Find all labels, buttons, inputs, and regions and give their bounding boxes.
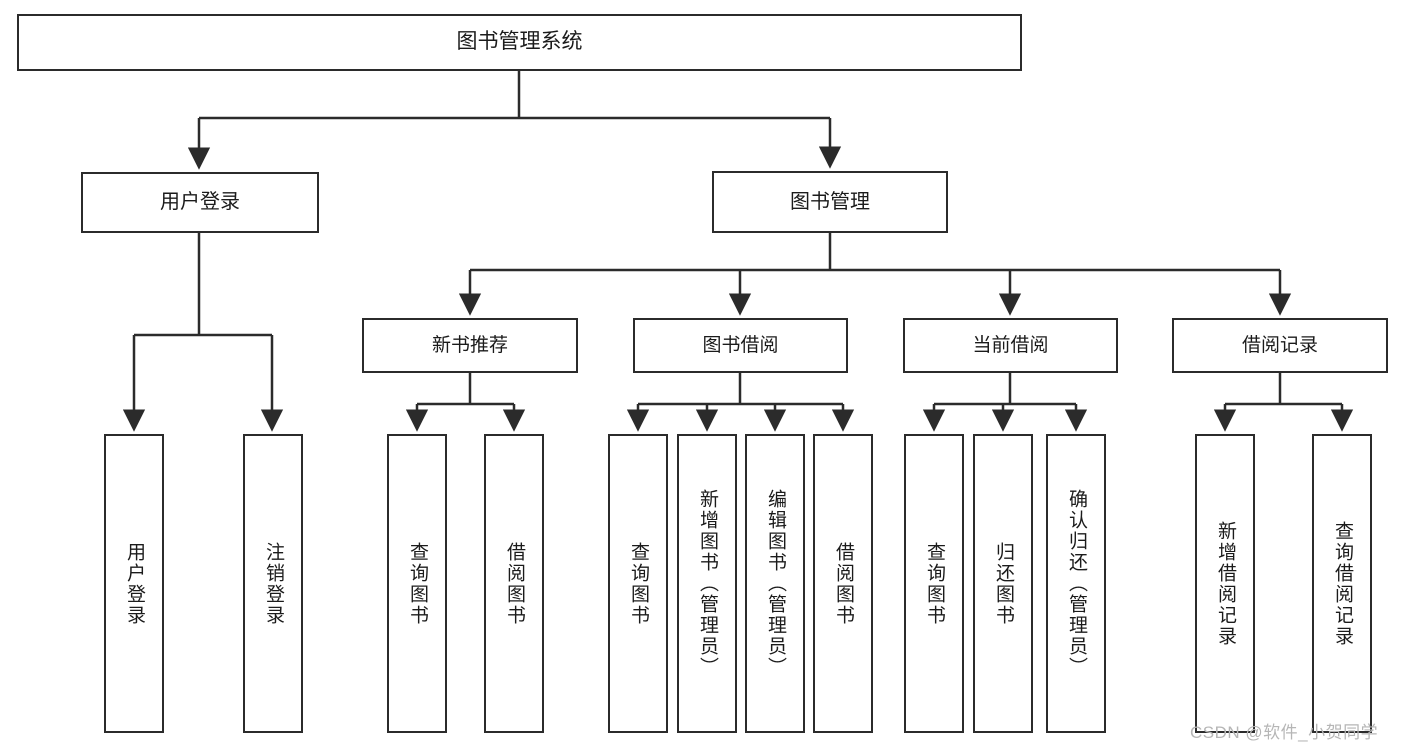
node-leaf-label: 新增借阅记录 — [1214, 520, 1236, 647]
node-root-label: 图书管理系统 — [456, 30, 583, 54]
node-current-borrow[interactable]: 当前借阅 — [903, 318, 1118, 373]
node-leaf-label: 查询借阅记录 — [1331, 520, 1353, 647]
node-leaf[interactable]: 借阅图书 — [484, 434, 544, 733]
node-leaf-label: 用户登录 — [123, 541, 145, 626]
node-leaf-label: 编辑图书（管理员） — [764, 489, 786, 678]
node-new-book-recommend-label: 新书推荐 — [431, 334, 508, 356]
node-leaf[interactable]: 查询图书 — [608, 434, 668, 733]
node-leaf-label: 新增图书（管理员） — [696, 489, 718, 678]
node-new-book-recommend[interactable]: 新书推荐 — [362, 318, 578, 373]
node-user-login[interactable]: 用户登录 — [81, 172, 319, 233]
node-book-borrow-label: 图书借阅 — [702, 334, 779, 356]
node-leaf-label: 注销登录 — [262, 541, 284, 626]
node-user-login-label: 用户登录 — [160, 191, 240, 213]
node-leaf-label: 查询图书 — [406, 541, 428, 626]
watermark: CSDN @软件_小贺同学 — [1190, 723, 1379, 742]
node-leaf-label: 查询图书 — [627, 541, 649, 626]
node-leaf[interactable]: 新增借阅记录 — [1195, 434, 1255, 733]
node-leaf[interactable]: 用户登录 — [104, 434, 164, 733]
node-leaf-label: 查询图书 — [923, 541, 945, 626]
node-leaf[interactable]: 查询借阅记录 — [1312, 434, 1372, 733]
node-leaf-label: 借阅图书 — [832, 541, 854, 626]
node-leaf[interactable]: 新增图书（管理员） — [677, 434, 737, 733]
node-borrow-record[interactable]: 借阅记录 — [1172, 318, 1388, 373]
node-book-management[interactable]: 图书管理 — [712, 171, 948, 233]
node-leaf-label: 归还图书 — [992, 541, 1014, 626]
node-current-borrow-label: 当前借阅 — [972, 334, 1049, 356]
node-leaf[interactable]: 确认归还（管理员） — [1046, 434, 1106, 733]
node-leaf-label: 确认归还（管理员） — [1065, 489, 1087, 678]
node-leaf[interactable]: 查询图书 — [387, 434, 447, 733]
node-borrow-record-label: 借阅记录 — [1241, 334, 1318, 356]
node-leaf[interactable]: 注销登录 — [243, 434, 303, 733]
node-book-management-label: 图书管理 — [790, 190, 870, 213]
node-leaf[interactable]: 归还图书 — [973, 434, 1033, 733]
node-leaf[interactable]: 借阅图书 — [813, 434, 873, 733]
node-book-borrow[interactable]: 图书借阅 — [633, 318, 848, 373]
node-leaf[interactable]: 查询图书 — [904, 434, 964, 733]
node-leaf[interactable]: 编辑图书（管理员） — [745, 434, 805, 733]
node-leaf-label: 借阅图书 — [503, 541, 525, 626]
node-root[interactable]: 图书管理系统 — [17, 14, 1022, 71]
